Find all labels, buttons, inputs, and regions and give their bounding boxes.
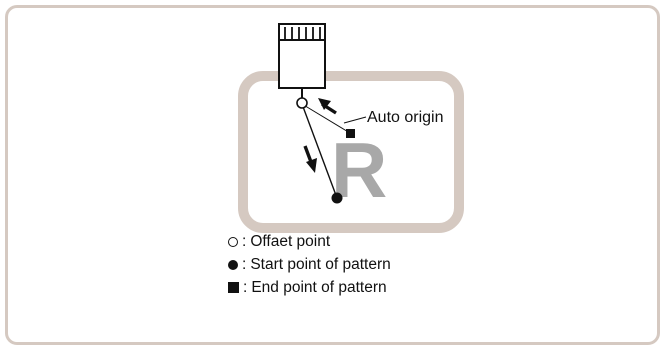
end-point-icon bbox=[346, 129, 355, 138]
open-circle-icon bbox=[228, 236, 238, 247]
path-to-end bbox=[301, 103, 351, 134]
legend-item-start: : Start point of pattern bbox=[228, 253, 391, 276]
legend-text: Start point of pattern bbox=[250, 256, 391, 273]
outer-frame bbox=[5, 5, 660, 345]
legend-separator: : bbox=[242, 256, 247, 273]
path-to-start bbox=[301, 103, 338, 199]
filled-circle-icon bbox=[228, 259, 238, 270]
legend-text: End point of pattern bbox=[251, 279, 387, 296]
start-point-icon bbox=[331, 192, 343, 204]
needle-head-icon bbox=[278, 23, 326, 98]
legend-text: Offaet point bbox=[250, 233, 331, 250]
legend-item-end: : End point of pattern bbox=[228, 276, 391, 299]
downward-arrow-icon bbox=[303, 145, 317, 173]
callout-leader bbox=[343, 116, 367, 124]
filled-square-icon bbox=[228, 282, 239, 293]
legend-separator: : bbox=[243, 279, 248, 296]
return-arrow-icon bbox=[318, 98, 337, 115]
auto-origin-label: Auto origin bbox=[367, 109, 444, 126]
legend: : Offaet point : Start point of pattern … bbox=[228, 230, 391, 299]
sewing-area bbox=[238, 71, 464, 233]
legend-separator: : bbox=[242, 233, 247, 250]
offset-point-icon bbox=[296, 97, 308, 109]
legend-item-offset: : Offaet point bbox=[228, 230, 391, 253]
